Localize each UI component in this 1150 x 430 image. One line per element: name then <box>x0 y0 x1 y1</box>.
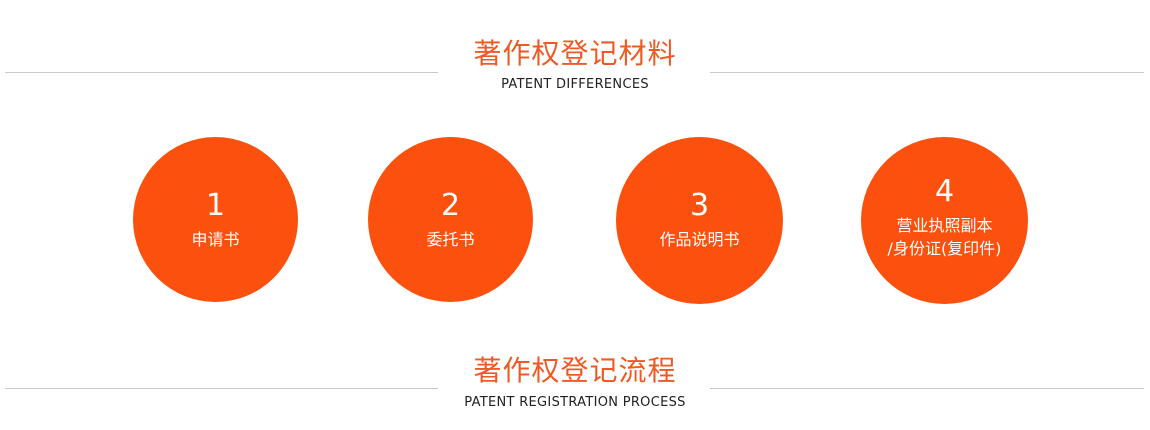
material-item-work-description: 3 作品说明书 <box>616 137 783 304</box>
material-number: 4 <box>934 174 955 209</box>
materials-header: 著作权登记材料 PATENT DIFFERENCES <box>0 0 1150 100</box>
section-subtitle: PATENT DIFFERENCES <box>501 77 649 92</box>
left-divider <box>5 388 438 389</box>
material-number: 1 <box>205 188 226 223</box>
material-label-line1: 营业执照副本 <box>896 216 993 235</box>
material-item-power-of-attorney: 2 委托书 <box>368 137 533 302</box>
material-label: 申请书 <box>191 230 240 249</box>
section-title: 著作权登记流程 <box>473 354 677 387</box>
material-label-line2: /身份证(复印件) <box>887 239 1002 258</box>
section-title: 著作权登记材料 <box>473 37 677 70</box>
right-divider <box>710 72 1144 73</box>
material-label: 作品说明书 <box>659 230 740 249</box>
material-item-license-id: 4 营业执照副本 /身份证(复印件) <box>861 137 1028 304</box>
material-number: 2 <box>440 188 461 223</box>
material-item-application: 1 申请书 <box>133 137 298 302</box>
section-subtitle: PATENT REGISTRATION PROCESS <box>464 395 686 410</box>
material-label: 委托书 <box>426 230 475 249</box>
right-divider <box>710 388 1144 389</box>
left-divider <box>5 72 438 73</box>
material-number: 3 <box>689 188 710 223</box>
process-header: 著作权登记流程 PATENT REGISTRATION PROCESS <box>0 340 1150 430</box>
